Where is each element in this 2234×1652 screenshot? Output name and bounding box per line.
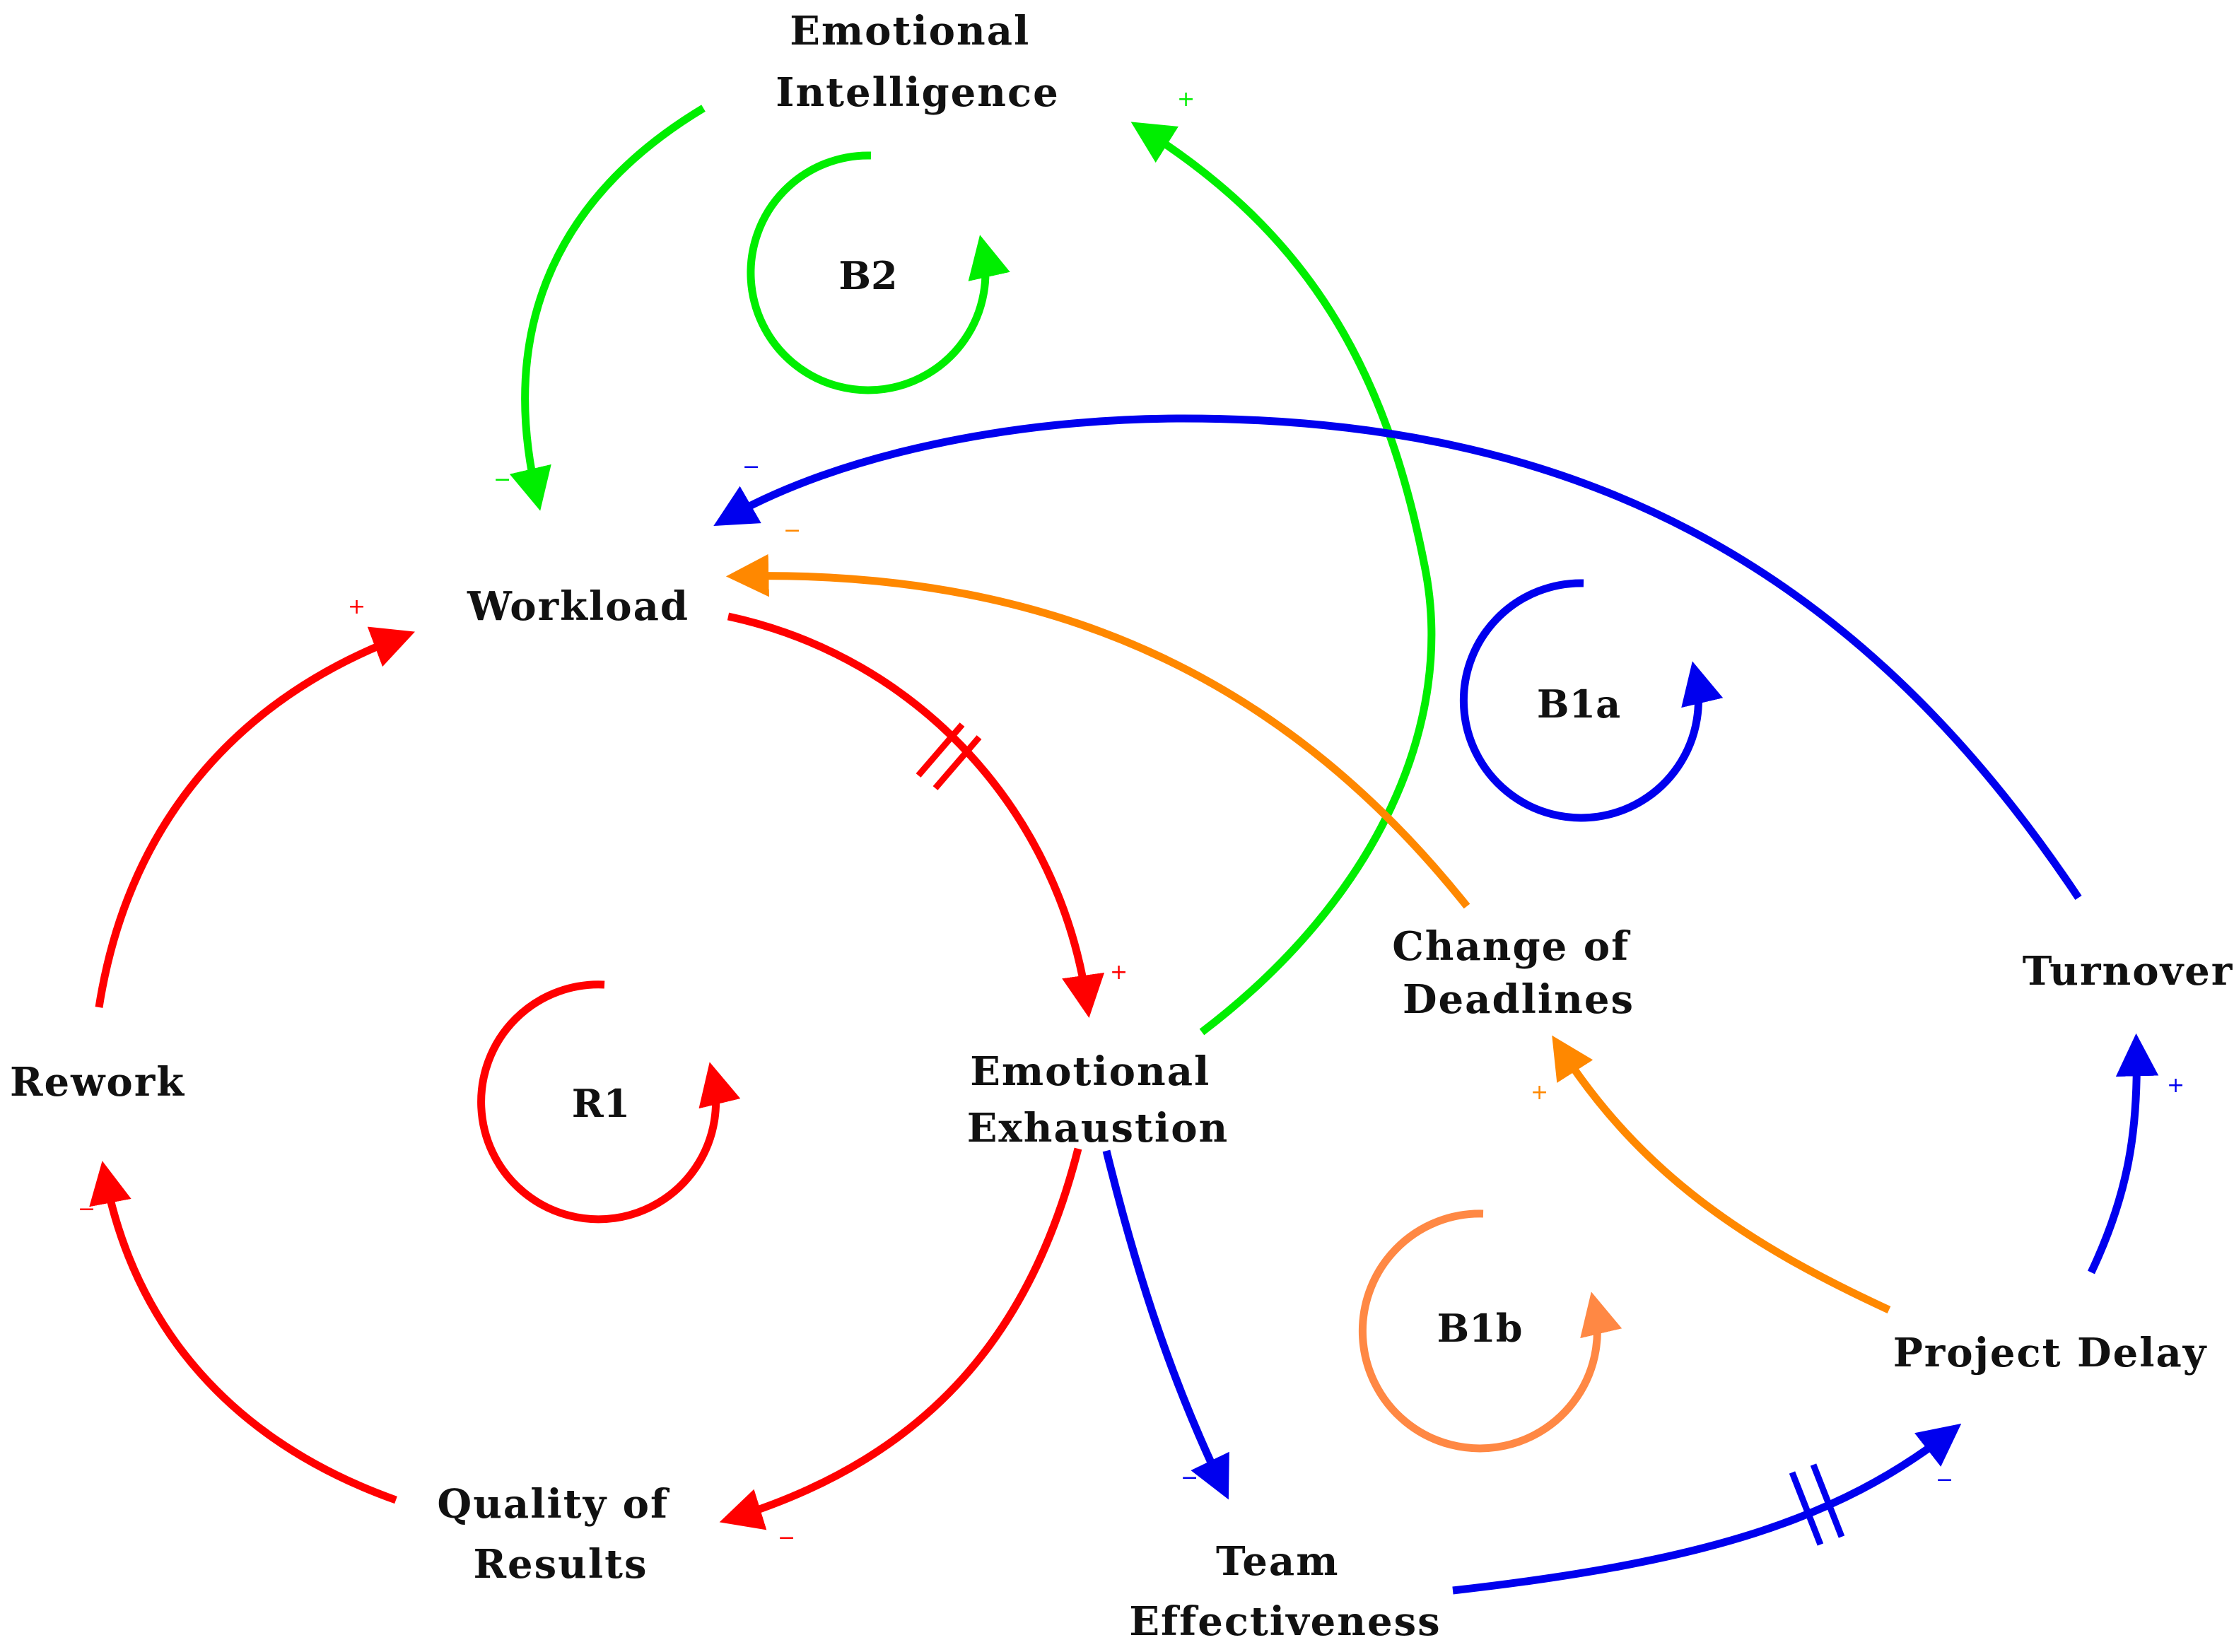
link-workload-to-emotional-exhaustion (727, 612, 1105, 1018)
link-emotional-exhaustion-to-emotional-intelligence (1130, 122, 1436, 1036)
polarity-sign: + (1531, 1080, 1548, 1105)
svg-text:B1a: B1a (1537, 681, 1620, 727)
svg-text:B1b: B1b (1437, 1306, 1523, 1351)
link-change-of-deadlines-to-workload (725, 553, 1470, 909)
polarity-sign: − (783, 518, 801, 543)
loop-r1: R1 (477, 980, 741, 1224)
node-turnover: Turnover (2023, 948, 2234, 995)
link-rework-to-workload (95, 626, 415, 1008)
node-change-of-deadlines: Change of Deadlines (1392, 923, 1645, 1023)
polarity-sign: + (1177, 87, 1195, 112)
polarity-sign: − (778, 1525, 795, 1550)
loop-b2: B2 (747, 151, 1010, 394)
link-emotional-exhaustion-to-quality-of-results (719, 1147, 1082, 1530)
link-emotional-exhaustion-to-team-effectiveness (1102, 1149, 1229, 1500)
polarity-sign: − (1181, 1465, 1198, 1490)
polarity-sign: − (78, 1197, 95, 1222)
svg-text:B2: B2 (838, 253, 897, 298)
polarity-sign: − (493, 467, 511, 492)
node-emotional-exhaustion: Emotional Exhaustion (967, 1048, 1229, 1152)
node-project-delay: Project Delay (1893, 1330, 2208, 1376)
link-turnover-to-workload (713, 414, 2082, 901)
node-team-effectiveness: Team Effectiveness (1129, 1538, 1441, 1645)
node-emotional-intelligence: Emotional Intelligence (776, 8, 1059, 116)
polarity-sign: + (1110, 960, 1128, 985)
node-workload: Workload (467, 583, 689, 630)
polarity-sign: + (348, 594, 365, 619)
loop-b1b: B1b (1358, 1209, 1622, 1453)
link-team-effectiveness-to-project-delay (1452, 1423, 1962, 1595)
link-quality-of-results-to-rework (89, 1161, 397, 1504)
polarity-sign: + (2167, 1073, 2185, 1098)
polarity-sign: − (742, 455, 760, 479)
delay-mark-team-effectiveness-project-delay (1789, 1463, 1845, 1546)
link-emotional-intelligence-to-workload (509, 105, 706, 511)
loop-b1a: B1a (1459, 579, 1724, 822)
polarity-sign: − (1936, 1468, 1953, 1492)
link-project-delay-to-change-of-deadlines (1552, 1035, 1891, 1313)
node-quality-of-results: Quality of Results (437, 1481, 684, 1588)
node-rework: Rework (10, 1059, 185, 1106)
svg-text:R1: R1 (572, 1081, 630, 1126)
link-project-delay-to-turnover (2088, 1033, 2159, 1275)
delay-mark-workload-exhaustion (916, 722, 982, 790)
